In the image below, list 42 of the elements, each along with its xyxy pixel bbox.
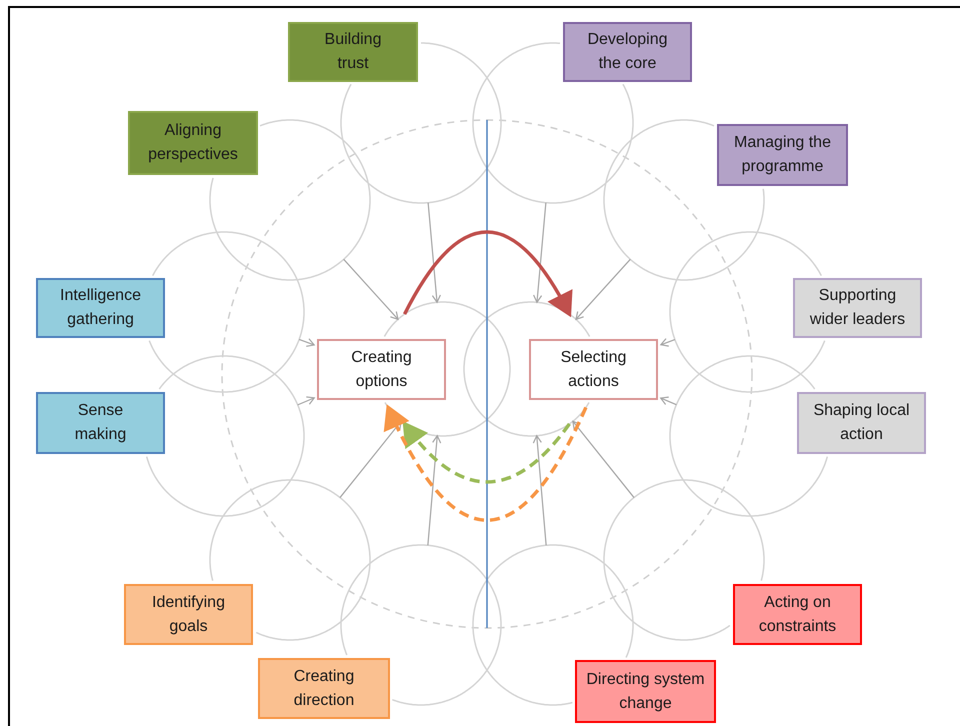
box-label: Acting on constraints <box>758 592 838 636</box>
arrow <box>343 258 399 320</box>
arrow <box>297 396 315 406</box>
box-label: Developing the core <box>586 30 669 74</box>
box-label: Supporting wider leaders <box>808 286 906 330</box>
arrow <box>427 435 442 546</box>
arrow <box>660 338 676 347</box>
label-box <box>36 278 165 338</box>
label-box <box>575 660 716 723</box>
box-label: Aligning perspectives <box>147 121 239 165</box>
box-label: Selecting actions <box>560 348 628 392</box>
arrow <box>298 338 315 347</box>
box-label: Creating direction <box>292 666 356 710</box>
arrow <box>384 404 588 522</box>
arrow <box>660 396 677 406</box>
box-label: Managing the programme <box>733 133 832 177</box>
arrow <box>533 202 546 303</box>
label-box <box>317 339 446 400</box>
label-box <box>733 584 862 645</box>
label-box <box>529 339 658 400</box>
box-label: Intelligence gathering <box>59 286 142 330</box>
label-box <box>128 111 258 175</box>
box-label: Identifying goals <box>151 592 226 636</box>
box-label: Shaping local action <box>812 401 911 445</box>
label-box <box>258 658 390 719</box>
label-box <box>563 22 692 82</box>
arrow <box>428 202 441 303</box>
arrow <box>532 435 547 546</box>
box-label: Sense making <box>74 401 128 445</box>
label-box <box>288 22 418 82</box>
arrow <box>572 420 634 498</box>
arrow <box>403 230 572 318</box>
label-box <box>124 584 253 645</box>
label-box <box>36 392 165 454</box>
box-label: Creating options <box>350 348 413 392</box>
arrow <box>575 258 631 320</box>
label-box <box>717 124 848 186</box>
box-label: Directing system change <box>585 670 706 714</box>
arrow <box>402 421 571 484</box>
label-box <box>797 392 926 454</box>
box-label: Building trust <box>324 30 382 74</box>
label-box <box>793 278 922 338</box>
